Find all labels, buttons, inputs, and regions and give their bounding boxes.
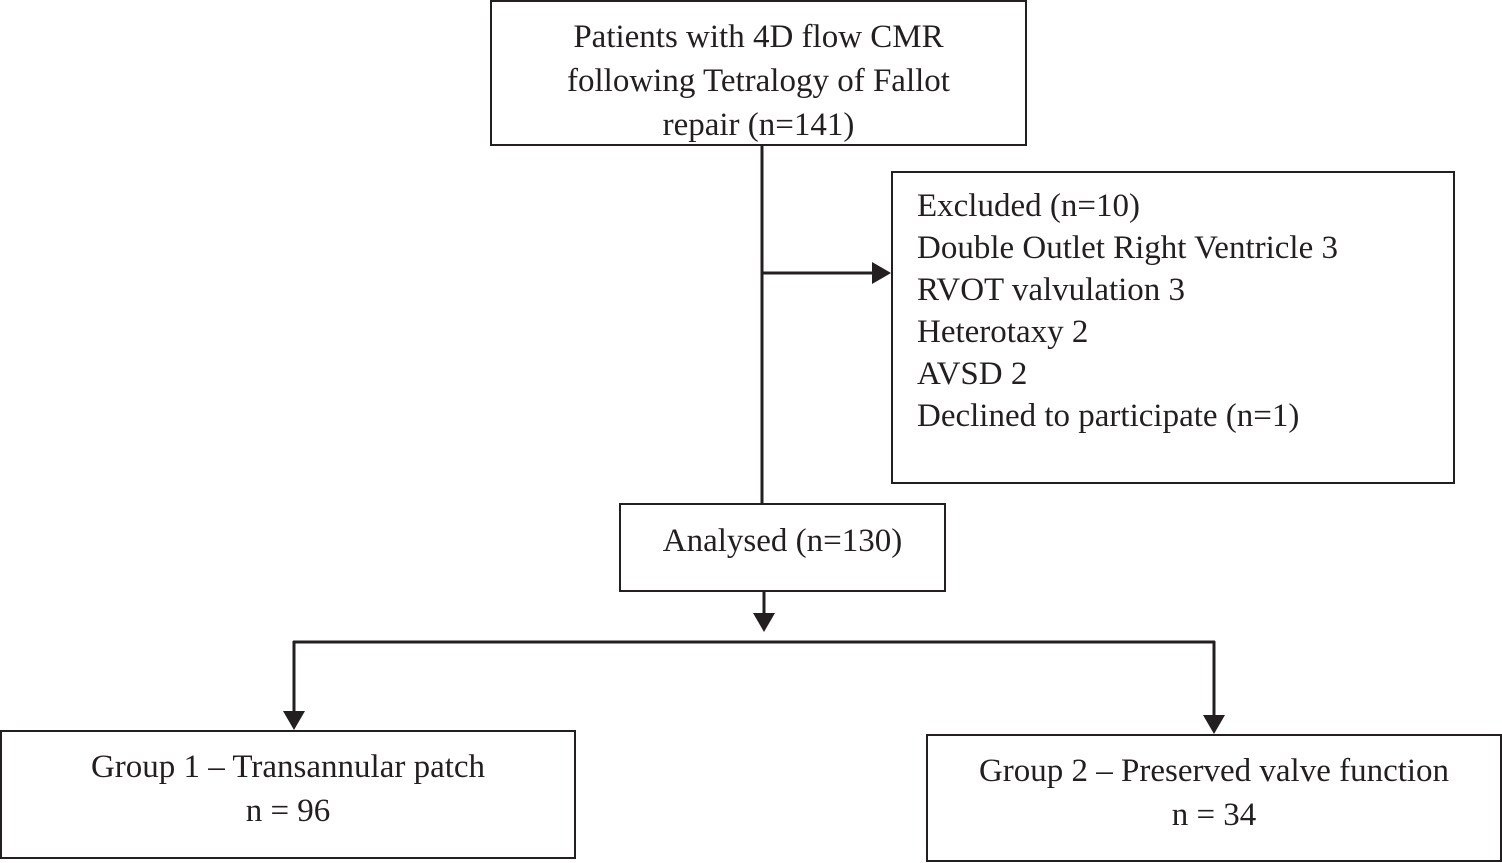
start-line-2: following Tetralogy of Fallot [567, 63, 950, 99]
start-box: Patients with 4D flow CMR following Tetr… [490, 0, 1027, 146]
excluded-line-4: Heterotaxy 2 [917, 314, 1089, 350]
exclusion-arrowhead [872, 262, 891, 284]
excluded-line-3: RVOT valvulation 3 [917, 272, 1186, 308]
group1-title: Group 1 – Transannular patch [90, 749, 486, 785]
excluded-box: Excluded (n=10) Double Outlet Right Vent… [891, 171, 1455, 484]
start-line-1: Patients with 4D flow CMR [573, 19, 944, 55]
group2-arrowhead [1203, 715, 1225, 734]
group2-count: n = 34 [1171, 797, 1257, 833]
group2-title: Group 2 – Preserved valve function [978, 753, 1450, 789]
start-line-3: repair (n=141) [662, 107, 855, 143]
analysed-box: Analysed (n=130) [619, 503, 946, 592]
group1-count: n = 96 [245, 793, 331, 829]
analysed-label: Analysed (n=130) [662, 523, 903, 559]
excluded-line-5: AVSD 2 [917, 356, 1028, 392]
analysed-down-arrowhead [753, 613, 775, 632]
excluded-line-6: Declined to participate (n=1) [917, 398, 1300, 434]
group1-arrowhead [283, 711, 305, 730]
group1-box: Group 1 – Transannular patch n = 96 [0, 730, 576, 859]
excluded-line-2: Double Outlet Right Ventricle 3 [917, 230, 1338, 266]
group2-box: Group 2 – Preserved valve function n = 3… [926, 734, 1502, 862]
excluded-line-1: Excluded (n=10) [917, 188, 1140, 224]
